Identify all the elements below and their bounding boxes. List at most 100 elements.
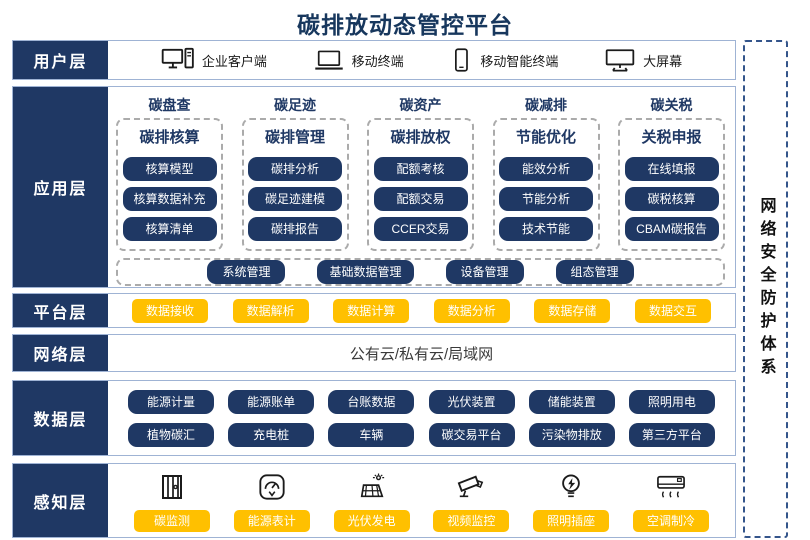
sense-item-energy-meter: 能源表计 xyxy=(233,473,310,532)
energy-meter-icon xyxy=(258,473,286,501)
layer-label-platform: 平台层 xyxy=(13,294,108,327)
app-module-chip: 能效分析 xyxy=(499,157,593,181)
app-module-chip: 技术节能 xyxy=(499,217,593,241)
app-layer-content: 碳盘查 碳排核算 核算模型 核算数据补充 核算清单 碳足迹 碳排管理 碳排分析 … xyxy=(108,87,735,287)
app-module-chip: 碳排分析 xyxy=(248,157,342,181)
app-module-chip: 碳税核算 xyxy=(624,187,719,211)
app-module-chip: 碳排报告 xyxy=(248,217,342,241)
security-system-label: 网络安全防护体系 xyxy=(757,197,775,381)
platform-chip: 数据解析 xyxy=(232,298,309,323)
sense-chip: 视频监控 xyxy=(433,510,510,532)
sense-layer-content: 碳监测 能源表计 xyxy=(108,464,735,537)
platform-chip: 数据接收 xyxy=(132,298,209,323)
data-source-chip: 能源计量 xyxy=(128,389,214,414)
app-column-carbon-asset: 碳资产 碳排放权 配额考核 配额交易 CCER交易 xyxy=(367,93,474,251)
data-source-chip: 污染物排放 xyxy=(528,422,615,447)
user-device-big-screen: 大屏幕 xyxy=(604,47,682,73)
cctv-camera-icon xyxy=(456,473,486,501)
layer-label-data: 数据层 xyxy=(13,381,108,455)
app-module-chip: 碳足迹建模 xyxy=(248,187,342,211)
network-text: 公有云/私有云/局域网 xyxy=(349,345,494,363)
platform-chip: 数据计算 xyxy=(333,298,410,323)
app-column-box: 关税申报 在线填报 碳税核算 CBAM碳报告 xyxy=(618,118,725,251)
data-source-row: 植物碳汇 充电桩 车辆 碳交易平台 污染物排放 第三方平台 xyxy=(128,422,715,447)
smartphone-icon xyxy=(449,47,473,73)
data-layer-content: 能源计量 能源账单 台账数据 光伏装置 储能装置 照明用电 植物碳汇 充电桩 车… xyxy=(108,381,735,455)
data-source-chip: 储能装置 xyxy=(528,389,615,414)
user-device-label: 企业客户端 xyxy=(201,53,267,69)
app-column-carbon-inventory: 碳盘查 碳排核算 核算模型 核算数据补充 核算清单 xyxy=(116,93,223,251)
laptop-icon xyxy=(313,48,345,72)
security-system-sidebar: 网络安全防护体系 xyxy=(743,40,788,538)
user-device-mobile-terminal: 移动终端 xyxy=(313,48,404,72)
user-device-label: 移动智能终端 xyxy=(480,53,559,69)
sense-chip: 能源表计 xyxy=(233,510,310,532)
sense-chip: 光伏发电 xyxy=(333,510,410,532)
platform-chip: 数据交互 xyxy=(634,298,711,323)
app-module-chip: 节能分析 xyxy=(499,187,593,211)
sense-item-cctv: 视频监控 xyxy=(433,473,510,532)
carbon-monitor-icon xyxy=(158,473,186,501)
app-common-chip: 基础数据管理 xyxy=(317,260,414,284)
data-source-chip: 台账数据 xyxy=(328,389,415,414)
app-module-chip: 核算数据补充 xyxy=(122,187,217,211)
user-device-smart-terminal: 移动智能终端 xyxy=(449,47,558,73)
page-title: 碳排放动态管控平台 xyxy=(297,12,513,38)
app-column-group: 碳排放权 xyxy=(390,129,451,146)
app-common-chip: 组态管理 xyxy=(555,260,634,284)
layer-user: 用户层 企业客户端 xyxy=(12,40,736,80)
app-module-chip: 核算模型 xyxy=(122,157,217,181)
data-source-chip: 能源账单 xyxy=(228,389,315,414)
app-column-carbon-reduction: 碳减排 节能优化 能效分析 节能分析 技术节能 xyxy=(492,93,600,251)
data-source-chip: 充电桩 xyxy=(228,422,315,447)
app-module-chip: CCER交易 xyxy=(373,217,468,241)
user-device-label: 移动终端 xyxy=(351,53,404,69)
app-column-group: 碳排管理 xyxy=(264,129,325,146)
app-module-chip: CBAM碳报告 xyxy=(624,217,719,241)
air-conditioner-icon xyxy=(656,473,686,501)
sense-item-light-bulb: 照明插座 xyxy=(533,473,610,532)
big-screen-icon xyxy=(604,47,636,73)
desktop-client-icon xyxy=(161,47,195,73)
app-column-carbon-tariff: 碳关税 关税申报 在线填报 碳税核算 CBAM碳报告 xyxy=(618,93,725,251)
app-columns: 碳盘查 碳排核算 核算模型 核算数据补充 核算清单 碳足迹 碳排管理 碳排分析 … xyxy=(116,93,725,251)
user-layer-content: 企业客户端 移动终端 移动智能终端 xyxy=(108,41,735,79)
app-column-group: 关税申报 xyxy=(641,129,702,146)
light-bulb-icon xyxy=(558,473,584,501)
platform-chip: 数据存储 xyxy=(534,298,611,323)
platform-layer-content: 数据接收 数据解析 数据计算 数据分析 数据存储 数据交互 xyxy=(108,294,735,327)
app-column-group: 碳排核算 xyxy=(139,129,200,146)
app-module-chip: 配额考核 xyxy=(373,157,468,181)
layer-label-app: 应用层 xyxy=(13,87,108,287)
sense-item-carbon-monitor: 碳监测 xyxy=(134,473,210,532)
app-column-box: 节能优化 能效分析 节能分析 技术节能 xyxy=(492,118,600,251)
sense-chip: 空调制冷 xyxy=(632,510,709,532)
solar-pv-icon xyxy=(357,473,387,501)
data-source-chip: 车辆 xyxy=(328,422,415,447)
app-column-group: 节能优化 xyxy=(515,129,576,146)
sense-item-solar-pv: 光伏发电 xyxy=(333,473,410,532)
app-common-chip: 设备管理 xyxy=(445,260,524,284)
app-module-chip: 在线填报 xyxy=(624,157,719,181)
data-source-row: 能源计量 能源账单 台账数据 光伏装置 储能装置 照明用电 xyxy=(128,389,715,414)
app-column-box: 碳排核算 核算模型 核算数据补充 核算清单 xyxy=(116,118,223,251)
network-layer-content: 公有云/私有云/局域网 xyxy=(108,335,735,371)
app-column-category: 碳关税 xyxy=(650,97,693,113)
app-module-chip: 核算清单 xyxy=(122,217,217,241)
layer-platform: 平台层 数据接收 数据解析 数据计算 数据分析 数据存储 数据交互 xyxy=(12,293,736,328)
data-source-chip: 第三方平台 xyxy=(628,422,715,447)
data-source-chip: 光伏装置 xyxy=(428,389,515,414)
app-column-category: 碳足迹 xyxy=(274,97,316,113)
layer-label-user: 用户层 xyxy=(13,41,108,79)
platform-chip: 数据分析 xyxy=(433,298,510,323)
data-source-chip: 植物碳汇 xyxy=(128,422,214,447)
layer-label-sense: 感知层 xyxy=(13,464,108,537)
app-common-modules-box: 系统管理 基础数据管理 设备管理 组态管理 xyxy=(116,258,725,286)
app-common-chip: 系统管理 xyxy=(207,260,286,284)
app-column-box: 碳排管理 碳排分析 碳足迹建模 碳排报告 xyxy=(241,118,349,251)
user-device-label: 大屏幕 xyxy=(643,53,683,69)
layer-app: 应用层 碳盘查 碳排核算 核算模型 核算数据补充 核算清单 碳足迹 碳排管理 xyxy=(12,86,736,288)
app-column-category: 碳资产 xyxy=(399,97,442,113)
layer-label-network: 网络层 xyxy=(13,335,108,371)
